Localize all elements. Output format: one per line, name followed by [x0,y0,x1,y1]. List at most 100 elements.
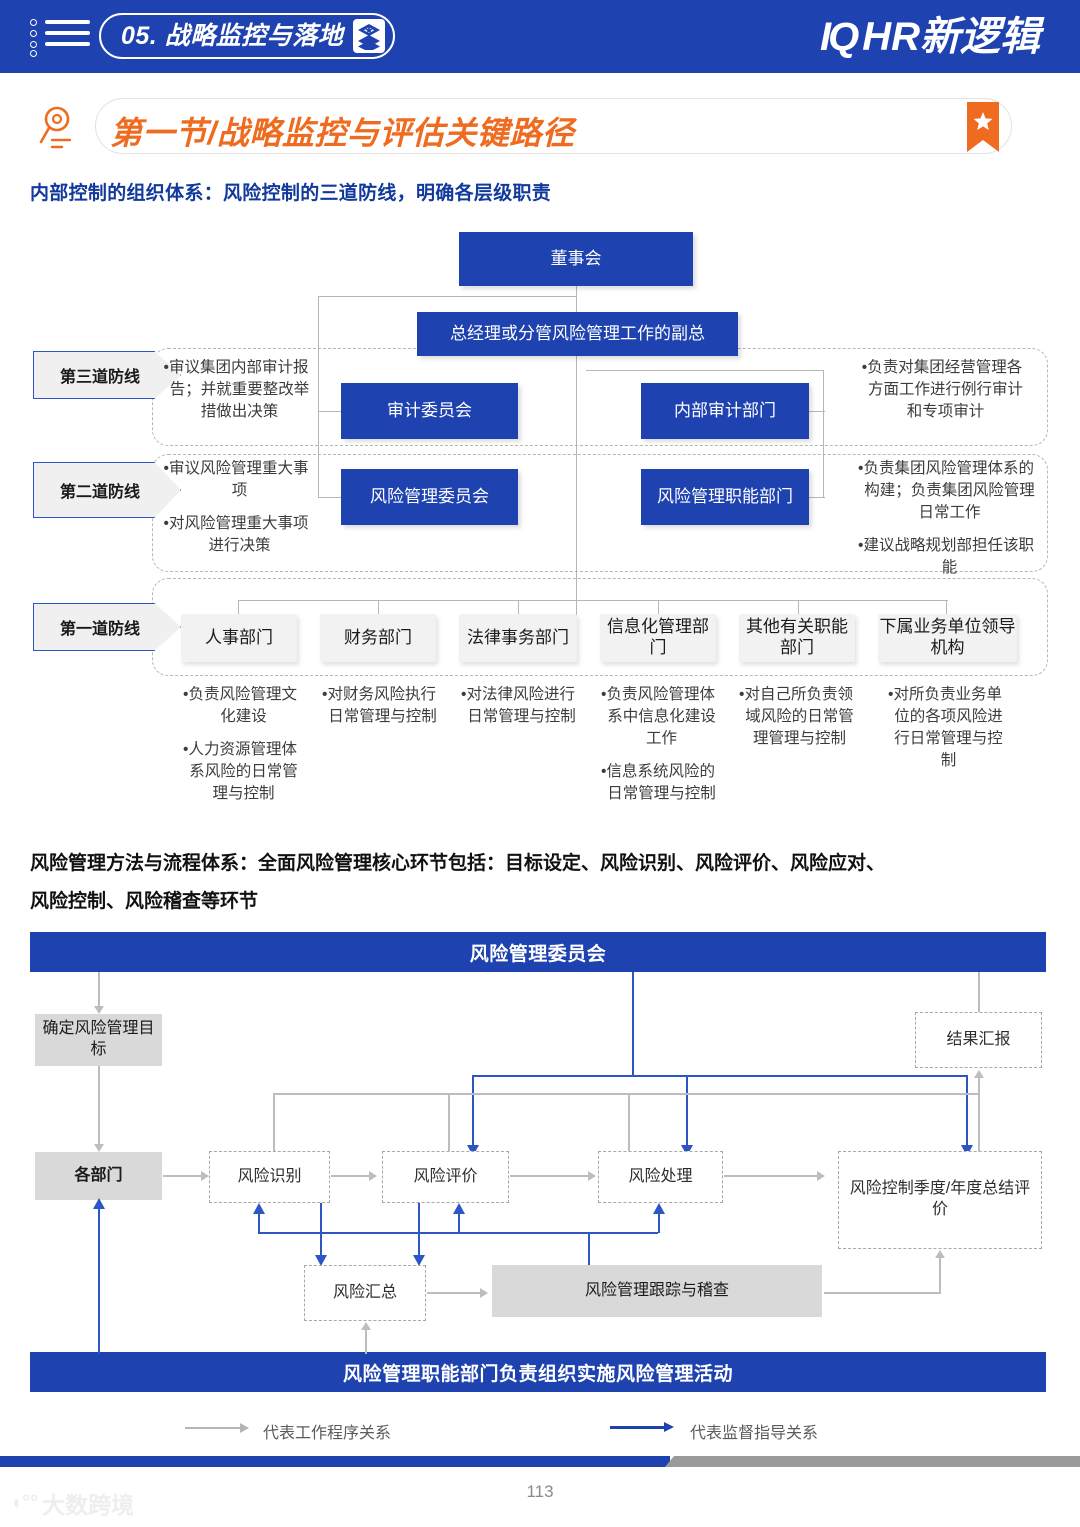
supervision-bus [472,1075,968,1077]
arrow-up-icon [653,1203,665,1214]
legend-label-supervise: 代表监督指导关系 [690,1425,819,1442]
connector [823,370,825,412]
org-box-label: 审计委员会 [387,401,472,421]
connector [939,1258,941,1294]
connector [238,600,240,615]
feedback-riser [658,1213,660,1233]
connector [318,296,320,498]
connector [331,1175,371,1177]
dept-box-finance[interactable]: 财务部门 [320,614,436,662]
connector [798,600,800,615]
flow-box-departments[interactable]: 各部门 [35,1152,162,1200]
dept-bullets-other: •对自己所负责领域风险的日常管理管理与控制 [735,684,857,750]
bullet-item: •对法律风险进行日常管理与控制 [461,686,576,725]
footer-bar-grey [665,1456,1080,1467]
flow-box-label: 各部门 [74,1166,123,1184]
supervision-branch [472,1075,474,1147]
dept-label: 其他有关职能部门 [746,617,848,657]
dept-bullets-hr: •负责风险管理文化建设 •人力资源管理体系风险的日常管理与控制 [176,684,304,805]
connector [823,411,825,497]
section-title-bar [95,98,1012,154]
connector [510,1175,590,1177]
connector [163,1175,203,1177]
dept-label: 财务部门 [344,627,412,647]
feedback-riser [458,1213,460,1233]
arrow-up-icon [935,1250,945,1258]
connector [978,972,980,1012]
supervision-branch [686,1075,688,1147]
line2-right-bullets: •负责集团风险管理体系的构建；负责集团风险管理日常工作 •建议战略规划部担任该职… [856,458,1036,579]
arrow-right-icon [480,1288,488,1298]
legend-arrowhead-supervise [664,1422,674,1432]
layers-star-icon [353,19,386,53]
org-box-risk-function-dept[interactable]: 风险管理职能部门 [641,469,809,525]
bullet-item: •建议战略规划部担任该职能 [858,537,1034,576]
watermark-icon: ◖°° [10,1491,39,1514]
org-box-internal-audit-dept[interactable]: 内部审计部门 [641,383,809,439]
connector [238,600,948,602]
legend-label-work: 代表工作程序关系 [263,1425,392,1442]
watermark: ◖°° 大数跨境 [10,1486,134,1520]
dept-box-other[interactable]: 其他有关职能部门 [739,614,855,662]
bullet-item: •审议风险管理重大事项 [163,460,309,499]
connector [808,497,825,499]
flow-box-set-goal[interactable]: 确定风险管理目标 [35,1014,162,1066]
line3-dash-region [152,348,1048,446]
hamburger-icon[interactable] [30,17,90,57]
line3-right-bullets: •负责对集团经营管理各方面工作进行例行审计和专项审计 [856,357,1028,423]
connector [273,1093,275,1158]
org-box-gm[interactable]: 总经理或分管风险管理工作的副总 [417,312,738,356]
arrow-up-icon [253,1203,265,1214]
flow-box-result-report[interactable]: 结果汇报 [915,1012,1042,1068]
bullet-item: •审议集团内部审计报告；并就重要整改举措做出决策 [163,359,310,420]
flow-box-identify[interactable]: 风险识别 [209,1151,330,1203]
arrow-right-icon [369,1171,377,1181]
dept-box-hr[interactable]: 人事部门 [181,614,297,662]
bullet-item: •负责集团风险管理体系的构建；负责集团风险管理日常工作 [858,460,1035,521]
flow-top-banner[interactable]: 风险管理委员会 [30,932,1046,972]
bullet-item: •对财务风险执行日常管理与控制 [322,686,437,725]
connector [98,972,100,1008]
bullet-item: •对所负责业务单位的各项风险进行日常管理与控制 [888,686,1003,769]
flow-box-handle[interactable]: 风险处理 [598,1151,723,1203]
bullet-item: •负责对集团经营管理各方面工作进行例行审计和专项审计 [861,359,1023,420]
arrow-down-icon [467,1145,479,1156]
connector [658,600,660,615]
arrow-up-icon [93,1198,105,1209]
org-box-audit-committee[interactable]: 审计委员会 [341,383,518,439]
connector [448,1093,450,1158]
dept-label: 信息化管理部门 [607,617,709,657]
bookmark-star-icon [963,100,1003,156]
defense-line-1-chevron: 第一道防线 [33,603,181,651]
line3-left-bullets: •审议集团内部审计报告；并就重要整改举措做出决策 [160,357,312,423]
arrow-down-icon [681,1145,693,1156]
flow-box-evaluate[interactable]: 风险评价 [382,1151,509,1203]
dept-box-it[interactable]: 信息化管理部门 [600,614,716,662]
flow-box-label: 风险处理 [628,1167,693,1185]
line1-dash-region [152,578,1048,676]
dept-box-subsidiary[interactable]: 下属业务单位领导机构 [878,614,1017,662]
dept-label: 下属业务单位领导机构 [879,617,1016,657]
org-box-board[interactable]: 董事会 [459,232,693,286]
flow-box-label: 风险识别 [237,1167,302,1185]
dept-label: 法律事务部门 [467,627,569,647]
arrow-up-icon [361,1322,371,1330]
flow-box-aggregate[interactable]: 风险汇总 [304,1265,426,1321]
arrow-down-icon [961,1145,973,1156]
flow-box-track-audit[interactable]: 风险管理跟踪与稽查 [492,1265,822,1317]
dept-bullets-it: •负责风险管理体系中信息化建设工作 •信息系统风险的日常管理与控制 [594,684,722,805]
connector [978,1078,980,1152]
connector [946,600,948,615]
defense-line-3-chevron: 第三道防线 [33,351,181,399]
org-box-label: 总经理或分管风险管理工作的副总 [450,324,705,344]
flow-box-summary-eval[interactable]: 风险控制季度/年度总结评价 [838,1151,1042,1249]
org-box-risk-committee[interactable]: 风险管理委员会 [341,469,518,525]
bullet-item: •对自己所负责领域风险的日常管理管理与控制 [739,686,854,747]
bullet-item: •信息系统风险的日常管理与控制 [601,763,716,802]
arrow-right-icon [817,1171,825,1181]
defense-line-label: 第三道防线 [59,369,140,386]
dept-box-legal[interactable]: 法律事务部门 [459,614,577,662]
flow-bottom-banner[interactable]: 风险管理职能部门负责组织实施风险管理活动 [30,1352,1046,1392]
connector [320,1203,322,1258]
